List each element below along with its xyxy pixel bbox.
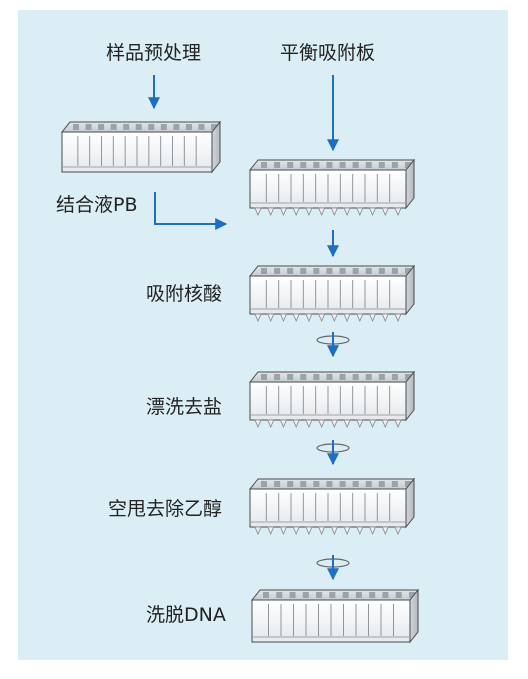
filter-plate-icon — [248, 477, 416, 536]
label-spin-remove-ethanol: 空甩去除乙醇 — [108, 498, 223, 520]
filter-plate-icon — [248, 158, 416, 217]
centrifuge-spin-icon — [316, 555, 350, 581]
centrifuge-spin-icon — [316, 332, 350, 358]
collection-plate-icon — [250, 588, 420, 644]
label-equilibrate-plate: 平衡吸附板 — [280, 42, 376, 64]
elbow-arrow-icon — [154, 192, 228, 230]
label-elute-dna: 洗脱DNA — [146, 604, 226, 626]
label-binding-buffer: 结合液PB — [56, 194, 138, 216]
label-rinse-desalt: 漂洗去盐 — [146, 396, 223, 418]
diagram-panel — [18, 10, 508, 660]
centrifuge-spin-icon — [316, 440, 350, 466]
collection-plate-icon — [60, 120, 222, 174]
label-sample-prep: 样品预处理 — [106, 42, 202, 64]
filter-plate-icon — [248, 370, 416, 429]
label-adsorb-nucleic-acid: 吸附核酸 — [146, 283, 223, 305]
filter-plate-icon — [248, 264, 416, 323]
